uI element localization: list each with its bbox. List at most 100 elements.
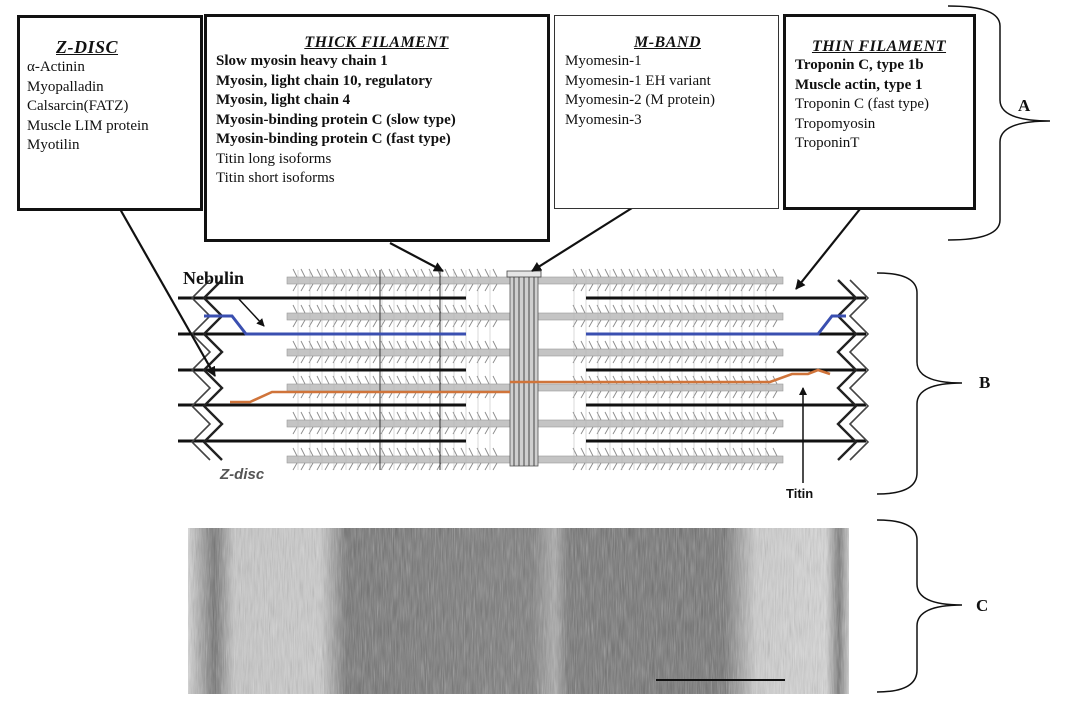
cross-bridge [380, 411, 386, 421]
cross-bridge [620, 447, 626, 457]
m-band-title: M-BAND [633, 34, 701, 51]
cross-bridge [364, 283, 370, 292]
cross-bridge [668, 447, 674, 457]
cross-bridge [316, 426, 322, 435]
cross-bridge [372, 268, 378, 278]
cross-bridge [748, 426, 754, 435]
cross-bridge [772, 340, 778, 350]
cross-bridge [396, 355, 402, 364]
cross-bridge [300, 411, 306, 421]
cross-bridge [372, 411, 378, 421]
cross-bridge [428, 283, 434, 292]
cross-bridge [740, 340, 746, 350]
cross-bridge [364, 340, 370, 350]
cross-bridge [644, 447, 650, 457]
cross-bridge [492, 447, 498, 457]
cross-bridge [332, 340, 338, 350]
cross-bridge [460, 411, 466, 421]
cross-bridge [372, 447, 378, 457]
cross-bridge [388, 462, 394, 471]
cross-bridge [684, 304, 690, 314]
cross-bridge [484, 355, 490, 364]
cross-bridge [732, 304, 738, 314]
cross-bridge [420, 268, 426, 278]
cross-bridge [292, 283, 298, 292]
cross-bridge [604, 355, 610, 364]
cross-bridge [684, 355, 690, 364]
cross-bridge [460, 426, 466, 435]
cross-bridge [364, 462, 370, 471]
cross-bridge [708, 304, 714, 314]
cross-bridge [444, 355, 450, 364]
cross-bridge [732, 283, 738, 292]
cross-bridge [476, 319, 482, 328]
cross-bridge [628, 355, 634, 364]
cross-bridge [308, 462, 314, 471]
cross-bridge [476, 462, 482, 471]
cross-bridge [404, 319, 410, 328]
cross-bridge [324, 268, 330, 278]
cross-bridge [644, 268, 650, 278]
arrow-thick-filament [389, 242, 444, 272]
z-disc-zigzag [202, 279, 224, 461]
cross-bridge [692, 447, 698, 457]
cross-bridge [468, 375, 474, 385]
cross-bridge [316, 340, 322, 350]
cross-bridge [468, 340, 474, 350]
cross-bridge [404, 426, 410, 435]
cross-bridge [620, 268, 626, 278]
protein-item: Slow myosin heavy chain 1 [216, 53, 388, 69]
cross-bridge [492, 319, 498, 328]
cross-bridge [724, 319, 730, 328]
cross-bridge [452, 340, 458, 350]
cross-bridge [324, 411, 330, 421]
cross-bridge [340, 411, 346, 421]
cross-bridge [692, 462, 698, 471]
cross-bridge [348, 375, 354, 385]
cross-bridge [676, 268, 682, 278]
cross-bridge [468, 447, 474, 457]
cross-bridge [652, 426, 658, 435]
cross-bridge [492, 426, 498, 435]
cross-bridge [708, 283, 714, 292]
cross-bridge [348, 340, 354, 350]
cross-bridge [756, 390, 762, 399]
cross-bridge [580, 411, 586, 421]
cross-bridge [652, 390, 658, 399]
cross-bridge [476, 447, 482, 457]
cross-bridge [580, 283, 586, 292]
cross-bridge [740, 426, 746, 435]
nebulin-label: Nebulin [183, 268, 245, 288]
cross-bridge [620, 304, 626, 314]
protein-item: Calsarcin(FATZ) [27, 98, 129, 114]
cross-bridge [628, 426, 634, 435]
cross-bridge [300, 375, 306, 385]
cross-bridge [324, 304, 330, 314]
cross-bridge [716, 462, 722, 471]
cross-bridge [404, 355, 410, 364]
cross-bridge [332, 283, 338, 292]
cross-bridge [676, 340, 682, 350]
cross-bridge [332, 268, 338, 278]
cross-bridge [596, 411, 602, 421]
cross-bridge [420, 462, 426, 471]
cross-bridge [644, 355, 650, 364]
cross-bridge [716, 355, 722, 364]
cross-bridge [460, 462, 466, 471]
cross-bridge [484, 319, 490, 328]
cross-bridge [292, 447, 298, 457]
cross-bridge [764, 447, 770, 457]
cross-bridge [412, 447, 418, 457]
cross-bridge [300, 426, 306, 435]
cross-bridge [612, 319, 618, 328]
cross-bridge [388, 426, 394, 435]
cross-bridge [748, 447, 754, 457]
cross-bridge [684, 283, 690, 292]
cross-bridge [700, 426, 706, 435]
cross-bridge [380, 283, 386, 292]
nebulin-filament [204, 314, 466, 336]
cross-bridge [692, 283, 698, 292]
cross-bridge [716, 268, 722, 278]
